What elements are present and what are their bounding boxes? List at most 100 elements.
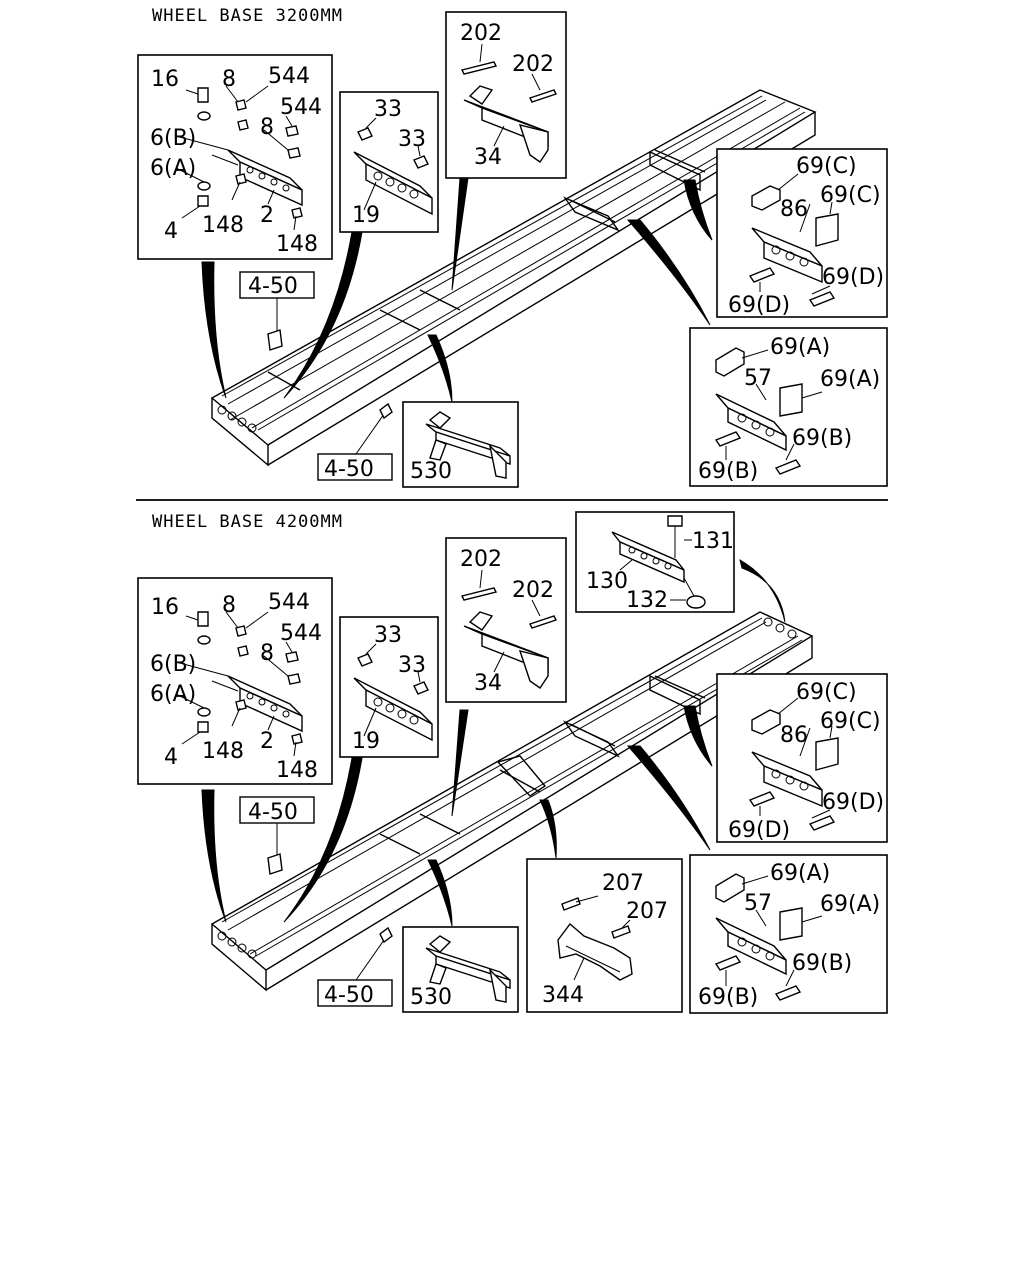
part-label: 57 <box>744 366 772 391</box>
part-label: 530 <box>410 459 452 484</box>
part-label: 69(B) <box>698 985 758 1010</box>
part-label: 34 <box>474 671 502 696</box>
chassis-frame <box>210 611 814 992</box>
part-label: 69(B) <box>792 426 852 451</box>
part-label: 6(A) <box>150 682 196 707</box>
part-label: 132 <box>626 588 668 613</box>
part-label: 202 <box>512 52 554 77</box>
part-label: 69(A) <box>770 861 830 886</box>
leader-curve <box>283 757 363 923</box>
part-label: 19 <box>352 729 380 754</box>
part-label: 33 <box>374 97 402 122</box>
detail-box-a: 16 8 544 544 8 6(B) 6(A) 4 148 2 148 <box>137 54 333 260</box>
ref-box: 4-50 <box>239 271 315 351</box>
part-label: 69(A) <box>820 892 880 917</box>
part-label: 8 <box>222 67 236 92</box>
detail-box-g: 131 130 132 <box>575 511 735 613</box>
part-label: 16 <box>151 595 179 620</box>
part-label: 8 <box>222 593 236 618</box>
part-label: 16 <box>151 67 179 92</box>
part-label: 69(D) <box>728 818 790 843</box>
part-label: 69(B) <box>698 459 758 484</box>
ref-label: 4-50 <box>324 983 374 1008</box>
part-label: 19 <box>352 203 380 228</box>
section-wheel-base-4200: WHEEL BASE 4200MM <box>137 511 888 1014</box>
part-label: 86 <box>780 723 808 748</box>
part-label: 69(C) <box>796 680 857 705</box>
leader-curve <box>201 261 227 399</box>
part-label: 202 <box>460 21 502 46</box>
detail-box-b: 33 33 19 <box>339 616 439 758</box>
detail-box-c: 202 202 34 <box>445 11 567 179</box>
part-label: 207 <box>602 871 644 896</box>
leader-curve <box>283 231 363 399</box>
part-label: 148 <box>276 758 318 783</box>
part-label: 6(A) <box>150 156 196 181</box>
section-title: WHEEL BASE 4200MM <box>152 512 343 532</box>
part-label: 33 <box>374 623 402 648</box>
part-label: 148 <box>202 213 244 238</box>
ref-box: 4-50 <box>317 926 393 1008</box>
part-label: 69(A) <box>820 367 880 392</box>
part-label: 4 <box>164 745 178 770</box>
part-label: 202 <box>460 547 502 572</box>
part-label: 544 <box>280 95 322 120</box>
leader-curve <box>626 219 711 326</box>
leader-curve <box>427 859 453 927</box>
part-label: 2 <box>260 729 274 754</box>
part-label: 69(B) <box>792 951 852 976</box>
part-label: 8 <box>260 641 274 666</box>
leader-curve <box>739 558 786 623</box>
part-label: 148 <box>202 739 244 764</box>
part-label: 33 <box>398 127 426 152</box>
part-label: 57 <box>744 891 772 916</box>
part-label: 34 <box>474 145 502 170</box>
leader-curve <box>683 179 713 241</box>
ref-box: 4-50 <box>239 796 315 875</box>
part-label: 530 <box>410 985 452 1010</box>
leader-curve <box>201 789 227 923</box>
part-label: 202 <box>512 578 554 603</box>
ref-box: 4-50 <box>317 402 393 482</box>
part-label: 544 <box>268 590 310 615</box>
part-label: 33 <box>398 653 426 678</box>
part-label: 69(C) <box>796 154 857 179</box>
part-label: 4 <box>164 219 178 244</box>
part-label: 69(C) <box>820 183 881 208</box>
part-label: 130 <box>586 569 628 594</box>
part-label: 344 <box>542 983 584 1008</box>
detail-box-a: 16 8 544 544 8 6(B) 6(A) 4 148 2 148 <box>137 577 333 785</box>
part-label: 6(B) <box>150 652 196 677</box>
part-label: 6(B) <box>150 126 196 151</box>
detail-box-d: 69(C) 86 69(C) 69(D) 69(D) <box>716 673 888 843</box>
part-label: 69(A) <box>770 335 830 360</box>
part-label: 69(D) <box>822 790 884 815</box>
leader-curve <box>539 799 557 859</box>
detail-box-f: 530 <box>402 926 519 1013</box>
ref-label: 4-50 <box>248 274 298 299</box>
part-label: 69(D) <box>728 293 790 318</box>
detail-box-e: 69(A) 57 69(A) 69(B) 69(B) <box>689 854 888 1014</box>
detail-box-b: 33 33 19 <box>339 91 439 233</box>
part-label: 86 <box>780 197 808 222</box>
detail-box-f: 530 <box>402 401 519 488</box>
part-label: 69(D) <box>822 265 884 290</box>
part-label: 131 <box>692 529 734 554</box>
part-label: 8 <box>260 115 274 140</box>
detail-box-c: 202 202 34 <box>445 537 567 703</box>
leader-curve <box>626 745 711 851</box>
ref-label: 4-50 <box>248 800 298 825</box>
ref-label: 4-50 <box>324 457 374 482</box>
part-label: 207 <box>626 899 668 924</box>
detail-box-e: 69(A) 57 69(A) 69(B) 69(B) <box>689 327 888 487</box>
leader-curve <box>451 709 469 817</box>
part-label: 2 <box>260 203 274 228</box>
section-wheel-base-3200: WHEEL BASE 3200MM 4-50 <box>137 6 888 488</box>
part-label: 69(C) <box>820 709 881 734</box>
part-label: 544 <box>280 621 322 646</box>
detail-box-d: 69(C) 86 69(C) 69(D) 69(D) <box>716 148 888 318</box>
part-label: 148 <box>276 232 318 257</box>
leader-curve <box>683 705 713 767</box>
detail-box-h: 207 207 344 <box>526 858 683 1013</box>
